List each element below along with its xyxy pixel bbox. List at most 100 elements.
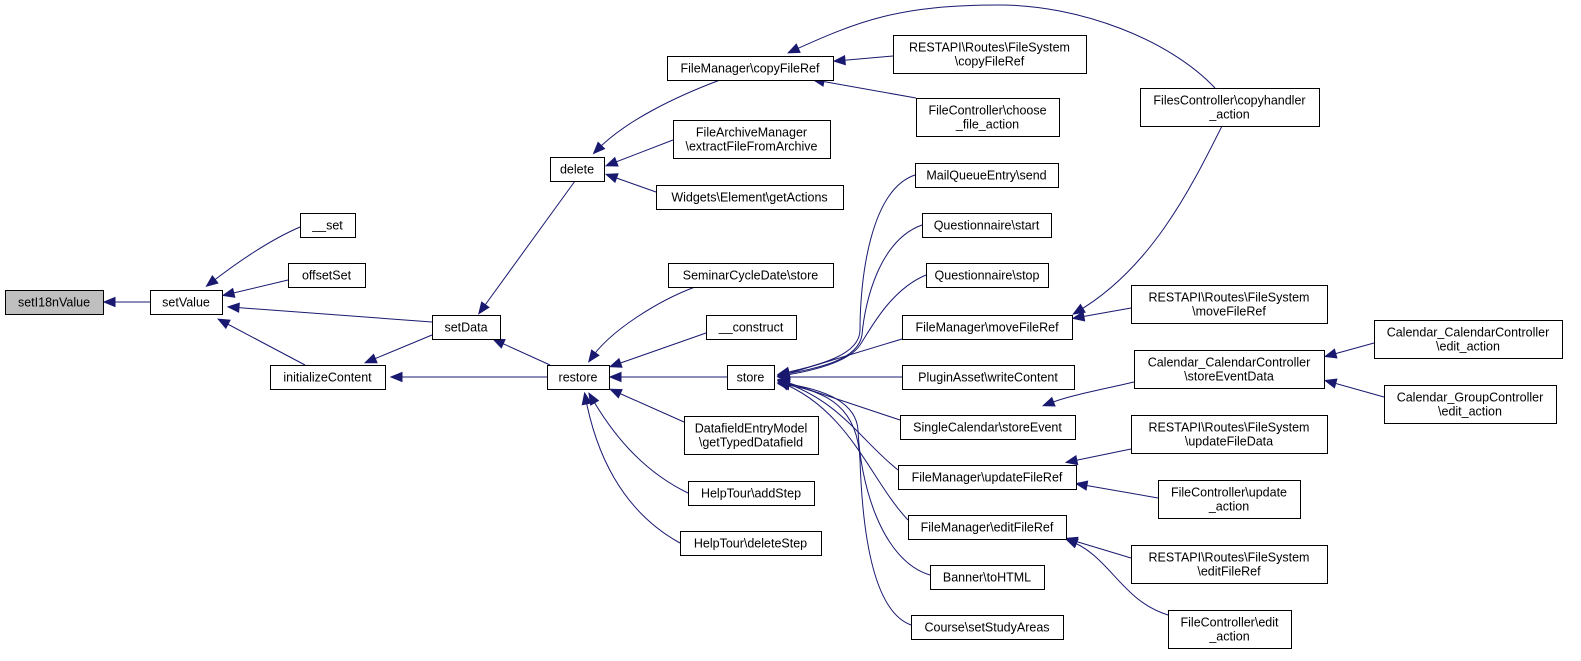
node-box [706,315,797,340]
node-mqe-send[interactable]: MailQueueEntry\send [915,163,1059,188]
edge-fm_copyFileRef-to-delete [592,79,721,155]
node-construct[interactable]: __construct [706,315,797,340]
node-rest-editfileref[interactable]: RESTAPI\Routes\FileSystem\editFileRef [1131,545,1328,584]
node-fm-movefileref[interactable]: FileManager\moveFileRef [902,315,1073,340]
node-ht-deletestep[interactable]: HelpTour\deleteStep [680,531,822,556]
node-box [300,213,356,238]
node-label: FileManager\updateFileRef [912,471,1063,485]
arrowhead-icon [588,349,600,363]
edge-dem_getTyped-to-restore [608,388,685,423]
node-label: _action [1208,500,1249,514]
node-label: RESTAPI\Routes\FileSystem [1149,551,1310,565]
node-box [668,263,834,288]
node-banner-tohtml[interactable]: Banner\toHTML [930,565,1045,590]
node-seti18nvalue[interactable]: setI18nValue [5,290,104,315]
node-rest-movefileref[interactable]: RESTAPI\Routes\FileSystem\moveFileRef [1131,285,1328,324]
edge-line [779,382,931,576]
node-box [673,120,831,159]
edge-fc_edit-to-fm_editFileRef [1064,538,1169,616]
nodes-layer: setI18nValue setValue __set offsetSet initia… [5,35,1563,649]
node-fc-edit[interactable]: FileController\edit_action [1168,610,1292,649]
node-box [908,515,1067,540]
node-box [1140,88,1320,127]
node-label: _file_action [955,118,1019,132]
node-box [288,263,366,288]
node-box [684,416,819,455]
node-offsetset[interactable]: offsetSet [288,263,366,288]
edge-rest_moveFileRef-to-fm_moveFileRef [1071,307,1132,322]
node-delete[interactable]: delete [550,157,605,182]
node-restore[interactable]: restore [547,365,610,390]
node-rest-copyfileref[interactable]: RESTAPI\Routes\FileSystem\copyFileRef [893,35,1087,74]
arrowhead-icon [205,275,219,288]
node-fm-updatefileref[interactable]: FileManager\updateFileRef [898,465,1077,490]
edge-line [589,394,689,494]
node-label: HelpTour\addStep [701,487,801,501]
edge-store-to-restore [608,371,727,383]
arrowhead-icon [608,357,623,368]
edge-ccc_edit-to-ccc_storeEventData [1323,342,1375,359]
arrowhead-icon [491,338,506,349]
arrowhead-icon [1323,378,1338,389]
node-label: delete [560,163,594,177]
node-widgets-getactions[interactable]: Widgets\Element\getActions [656,185,844,210]
node-box [727,365,775,390]
node-rest-updatefiledata[interactable]: RESTAPI\Routes\FileSystem\updateFileData [1131,415,1328,454]
edge-fc_update-to-fm_updateFileRef [1074,480,1159,499]
node-label: \storeEventData [1184,370,1274,384]
node-box [656,185,844,210]
node-fam-extract[interactable]: FileArchiveManager\extractFileFromArchiv… [673,120,831,159]
edge-course_setStudy-to-store [776,380,912,626]
edge-ccc_storeEventData-to-sc_storeEvent [1041,381,1135,407]
node-sc-storeevent[interactable]: SingleCalendar\storeEvent [900,415,1076,440]
node-cgc-edit[interactable]: Calendar_GroupController\edit_action [1384,385,1557,424]
node-store[interactable]: store [727,365,775,390]
node-box [900,415,1076,440]
node-course-setstudy[interactable]: Course\setStudyAreas [911,615,1064,640]
edge-fam_extract-to-delete [604,139,674,167]
arrowhead-icon [1064,454,1079,466]
node-fc-update[interactable]: FileController\update_action [1158,480,1301,519]
node-box [898,465,1077,490]
edge-offsetSet-to-setValue [221,279,289,298]
node-fsc-copyhandler[interactable]: FilesController\copyhandler_action [1140,88,1320,127]
node-label: \editFileRef [1197,565,1261,579]
node-fm-editfileref[interactable]: FileManager\editFileRef [908,515,1067,540]
node-fm-copyfileref[interactable]: FileManager\copyFileRef [667,56,834,81]
edge-line [584,394,681,544]
node-fc-choose[interactable]: FileController\choose_file_action [916,98,1060,137]
node-label: Course\setStudyAreas [924,621,1049,635]
edge-setValue-to-setI18nValue [102,296,150,308]
arrowhead-icon [592,141,606,155]
node-pa-write[interactable]: PluginAsset\writeContent [902,365,1075,390]
node-label: setData [444,321,487,335]
node-initializecontent[interactable]: initializeContent [270,365,386,390]
node-scd-store[interactable]: SeminarCycleDate\store [668,263,834,288]
node-label: initializeContent [283,371,372,385]
node-box [1168,610,1292,649]
node-label: RESTAPI\Routes\FileSystem [1149,291,1310,305]
node-label: \extractFileFromArchive [686,140,818,154]
node-q-stop[interactable]: Questionnaire\stop [926,263,1049,288]
edge-line [779,380,899,471]
node-box [893,35,1087,74]
edge-widgets_getActions-to-delete [604,173,657,193]
node-setvalue[interactable]: setValue [150,290,223,315]
node-setdata[interactable]: setData [432,315,501,340]
arrowhead-icon [1072,303,1086,315]
node-ccc-storeeventdata[interactable]: Calendar_CalendarController\storeEventDa… [1134,350,1325,389]
node-q-start[interactable]: Questionnaire\start [922,213,1052,238]
node-label: HelpTour\deleteStep [694,537,807,551]
node-ccc-edit[interactable]: Calendar_CalendarController\edit_action [1374,320,1563,359]
node-label: RESTAPI\Routes\FileSystem [909,41,1070,55]
node-label: offsetSet [302,269,352,283]
node-label: \edit_action [1438,405,1502,419]
node-ht-addstep[interactable]: HelpTour\addStep [688,481,815,506]
node-dem-gettyped[interactable]: DatafieldEntryModel\getTypedDatafield [684,416,819,455]
edge-line [494,339,551,366]
edges-layer [102,4,1385,626]
edge-restore-to-setData [491,338,551,366]
node---set[interactable]: __set [300,213,356,238]
arrowhead-icon [604,173,619,184]
node-box [432,315,501,340]
